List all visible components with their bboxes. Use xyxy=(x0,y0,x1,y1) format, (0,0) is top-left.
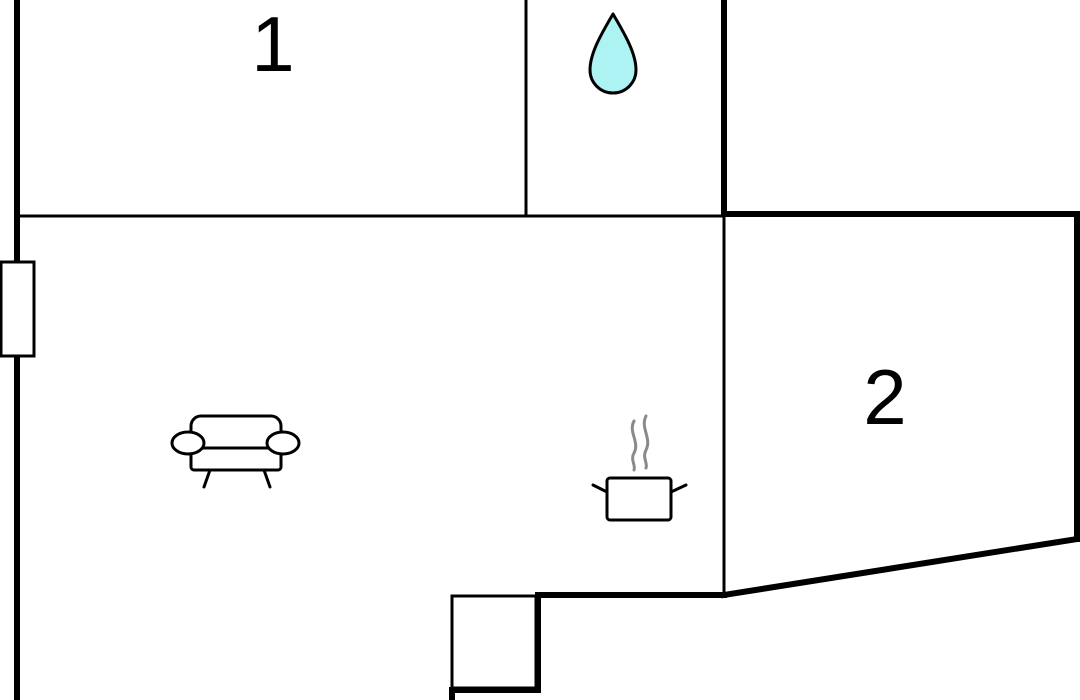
room-1-label: 1 xyxy=(251,0,294,88)
left-window xyxy=(0,260,36,358)
closet xyxy=(450,594,538,690)
interior-walls xyxy=(15,0,726,690)
water-drop-icon xyxy=(588,12,638,95)
sofa-icon xyxy=(170,414,301,489)
outer-walls xyxy=(14,0,1080,700)
room-2-label: 2 xyxy=(863,353,906,441)
cooking-pot-icon xyxy=(591,414,688,522)
lower-stepped-wall xyxy=(449,592,727,700)
room-2-bottom-wall xyxy=(720,535,1080,599)
